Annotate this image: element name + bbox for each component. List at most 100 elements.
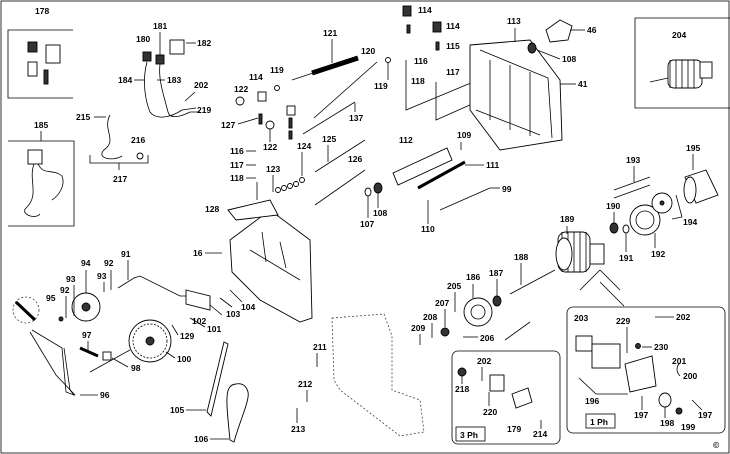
label-100: 100 (177, 354, 191, 364)
label-101: 101 (207, 324, 221, 334)
label-183: 183 (167, 75, 181, 85)
label-108-top: 108 (562, 54, 576, 64)
label-200: 200 (683, 371, 697, 381)
label-201: 201 (672, 356, 686, 366)
washers-123 (275, 177, 305, 193)
label-189: 189 (560, 214, 574, 224)
inset-1ph (566, 306, 726, 434)
label-122-top: 122 (234, 84, 248, 94)
label-203: 203 (574, 313, 588, 323)
label-46: 46 (587, 25, 597, 35)
label-216: 216 (131, 135, 145, 145)
nut-122 (235, 96, 245, 106)
frame-16 (227, 199, 313, 323)
label-16: 16 (193, 248, 203, 258)
label-103: 103 (226, 309, 240, 319)
label-120: 120 (361, 46, 375, 56)
label-194: 194 (683, 217, 697, 227)
label-119-left: 119 (270, 65, 284, 75)
label-218: 218 (455, 384, 469, 394)
label-209: 209 (411, 323, 425, 333)
label-207: 207 (435, 298, 449, 308)
label-124: 124 (297, 141, 311, 151)
label-99: 99 (502, 184, 512, 194)
inset-204 (634, 17, 730, 109)
label-92-right: 92 (104, 258, 114, 268)
label-187: 187 (489, 268, 503, 278)
label-188: 188 (514, 252, 528, 262)
plug-216 (136, 152, 144, 160)
label-202-3ph: 202 (477, 356, 491, 366)
label-121: 121 (323, 28, 337, 38)
label-104: 104 (241, 302, 255, 312)
shaft-188 (509, 269, 556, 295)
label-185: 185 (34, 120, 48, 130)
label-92-left: 92 (60, 285, 70, 295)
label-93-right: 93 (97, 271, 107, 281)
label-115: 115 (446, 41, 460, 51)
frame-41 (469, 39, 563, 151)
label-114-left: 114 (249, 72, 263, 82)
label-91: 91 (121, 249, 131, 259)
label-229: 229 (616, 316, 630, 326)
label-117-top: 117 (446, 67, 460, 77)
label-219: 219 (197, 105, 211, 115)
label-179: 179 (507, 424, 521, 434)
motor-189 (555, 231, 605, 273)
label-214: 214 (533, 429, 547, 439)
spring-97 (79, 346, 99, 358)
label-212: 212 (298, 379, 312, 389)
label-3ph: 3 Ph (460, 430, 478, 440)
label-93-left: 93 (66, 274, 76, 284)
label-41: 41 (578, 79, 588, 89)
label-137: 137 (349, 113, 363, 123)
cable-assembly (142, 39, 200, 118)
label-110: 110 (421, 224, 435, 234)
fan-192 (629, 204, 661, 236)
label-213: 213 (291, 424, 305, 434)
label-112: 112 (399, 135, 413, 145)
label-184: 184 (118, 75, 132, 85)
label-118-top: 118 (411, 76, 425, 86)
label-197-right: 197 (698, 410, 712, 420)
label-211: 211 (313, 342, 327, 352)
label-127: 127 (221, 120, 235, 130)
label-94: 94 (81, 258, 91, 268)
label-97: 97 (82, 330, 92, 340)
label-202-1ph: 202 (676, 312, 690, 322)
label-220: 220 (483, 407, 497, 417)
label-202-top: 202 (194, 80, 208, 90)
belt-detail-circle (12, 296, 40, 324)
label-208: 208 (423, 312, 437, 322)
label-198: 198 (660, 418, 674, 428)
label-128: 128 (205, 204, 219, 214)
label-116-left: 116 (230, 146, 244, 156)
label-95: 95 (46, 293, 56, 303)
label-195: 195 (686, 143, 700, 153)
label-230: 230 (654, 342, 668, 352)
label-96: 96 (100, 390, 110, 400)
belt-106 (226, 383, 249, 443)
label-116-top: 116 (414, 56, 428, 66)
label-108-mid: 108 (373, 208, 387, 218)
label-102: 102 (192, 316, 206, 326)
label-125: 125 (322, 134, 336, 144)
label-191: 191 (619, 253, 633, 263)
label-1ph: 1 Ph (590, 417, 608, 427)
label-181: 181 (153, 21, 167, 31)
label-215: 215 (76, 112, 90, 122)
label-119-right: 119 (374, 81, 388, 91)
label-204: 204 (672, 30, 686, 40)
label-197-left: 197 (634, 410, 648, 420)
cable-215 (101, 114, 123, 160)
label-205: 205 (447, 281, 461, 291)
roller-112 (392, 147, 453, 186)
label-109: 109 (457, 130, 471, 140)
label-126: 126 (348, 154, 362, 164)
pulley-186 (463, 297, 493, 327)
label-192: 192 (651, 249, 665, 259)
label-193: 193 (626, 155, 640, 165)
inset-178 (7, 29, 73, 99)
